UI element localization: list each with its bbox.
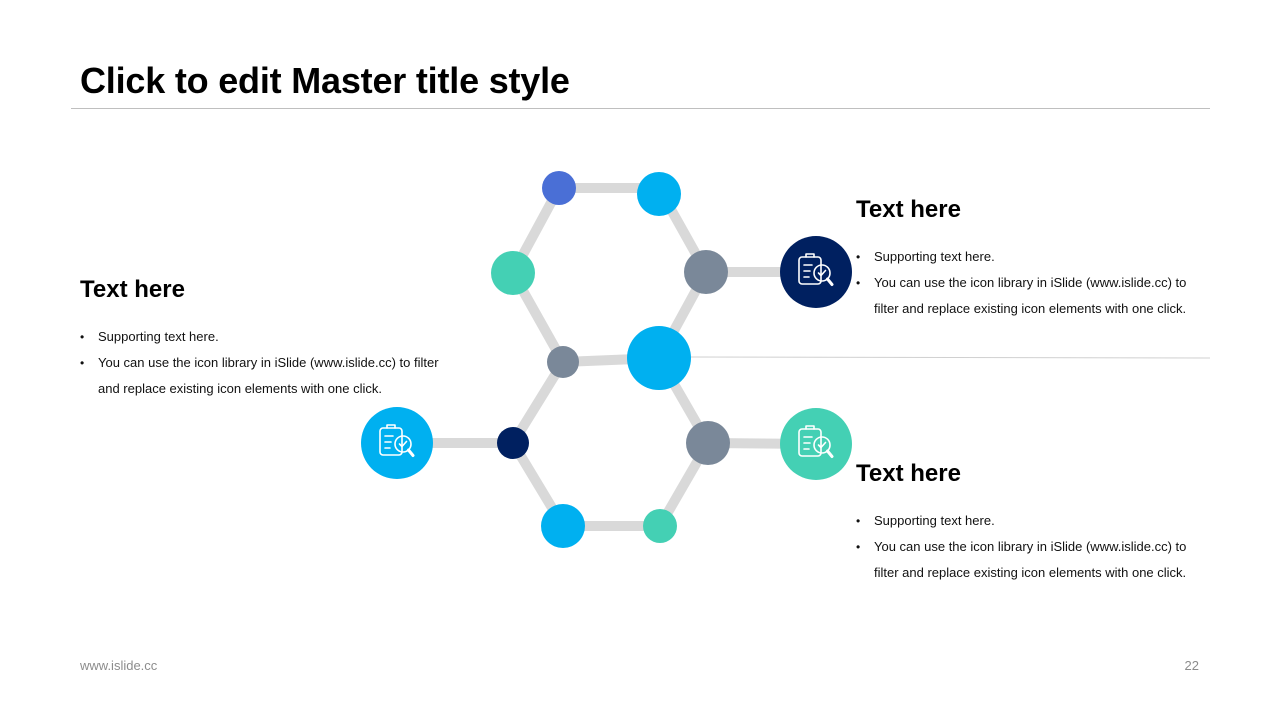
text-block-bottom-right: Text here Supporting text here. You can …	[856, 460, 1206, 586]
node-teal	[491, 251, 535, 295]
badge-navy	[780, 236, 852, 308]
center-divider-line	[689, 356, 1211, 359]
block-heading: Text here	[80, 276, 185, 303]
text-block-left: Text here Supporting text here. You can …	[80, 276, 440, 402]
node-navy	[497, 427, 529, 459]
node-teal-bottom	[643, 509, 677, 543]
bullet-item: Supporting text here.	[856, 508, 1206, 534]
clipboard-search-icon	[379, 424, 415, 457]
badge-teal	[780, 408, 852, 480]
block-heading: Text here	[856, 460, 961, 487]
bullet-list: Supporting text here. You can use the ic…	[856, 244, 1206, 322]
node-royal-blue	[542, 171, 576, 205]
node-slate-gray-lower	[686, 421, 730, 465]
bullet-item: You can use the icon library in iSlide (…	[856, 270, 1206, 322]
bullet-item: You can use the icon library in iSlide (…	[80, 350, 440, 402]
badge-sky	[361, 407, 433, 479]
clipboard-search-icon	[798, 253, 834, 286]
bullet-list: Supporting text here. You can use the ic…	[856, 508, 1206, 586]
badge-teal-circle	[780, 408, 852, 480]
bullet-list: Supporting text here. You can use the ic…	[80, 324, 440, 402]
bullet-item: Supporting text here.	[856, 244, 1206, 270]
node-sky-blue-bottom	[541, 504, 585, 548]
bullet-item: Supporting text here.	[80, 324, 440, 350]
slide-title: Click to edit Master title style	[80, 60, 570, 101]
text-block-top-right: Text here Supporting text here. You can …	[856, 196, 1206, 322]
node-slate-gray-small	[547, 346, 579, 378]
page-number: 22	[1184, 658, 1199, 673]
bullet-item: You can use the icon library in iSlide (…	[856, 534, 1206, 586]
clipboard-search-icon	[798, 425, 834, 458]
node-slate-gray	[684, 250, 728, 294]
badge-navy-circle	[780, 236, 852, 308]
footer-url[interactable]: www.islide.cc	[80, 658, 158, 673]
badge-sky-circle	[361, 407, 433, 479]
title-divider	[71, 108, 1210, 109]
block-heading: Text here	[856, 196, 961, 223]
node-sky-blue	[637, 172, 681, 216]
node-center-sky-blue	[627, 326, 691, 390]
